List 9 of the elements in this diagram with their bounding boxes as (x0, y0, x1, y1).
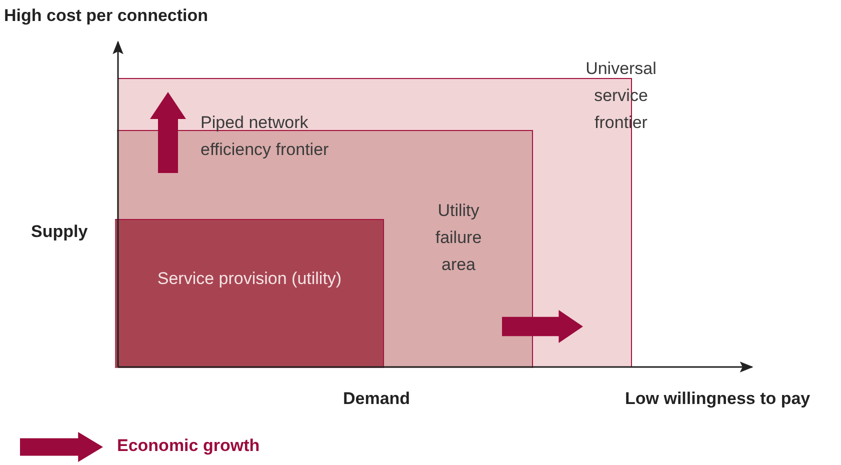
axis-label: Supply (31, 222, 88, 242)
region-label: Piped network efficiency frontier (200, 112, 330, 160)
axis-label: Demand (343, 389, 410, 409)
axis-label: High cost per connection (4, 6, 208, 26)
region-label: Utility failure area (434, 200, 483, 276)
axis-label: Low willingness to pay (625, 389, 810, 409)
region-label: Service provision (utility) (156, 268, 343, 290)
region-box (115, 219, 384, 368)
legend-label: Economic growth (117, 436, 260, 456)
